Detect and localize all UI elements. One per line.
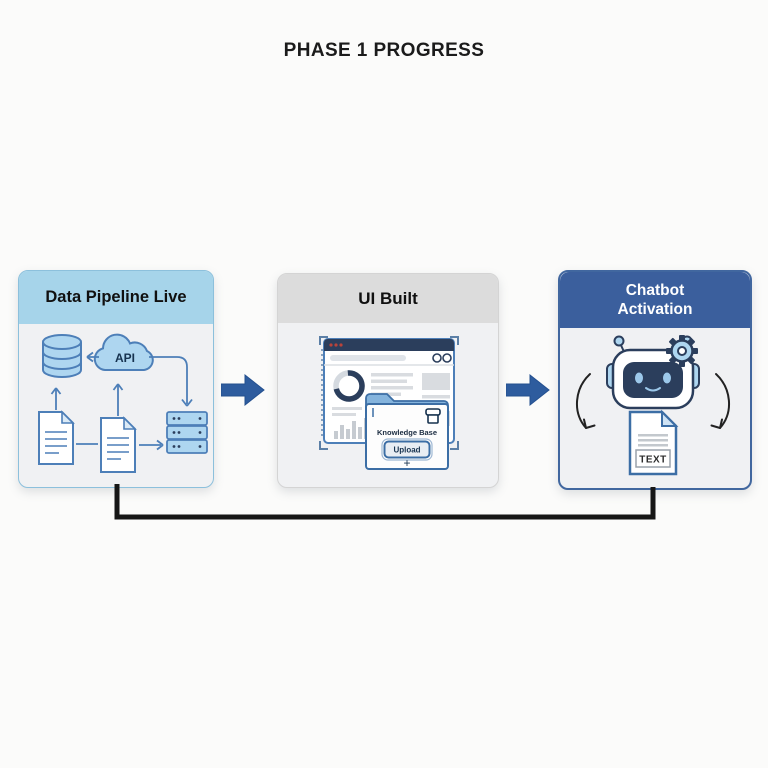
folder-popup: Knowledge Base Upload + bbox=[365, 393, 449, 470]
toolbar-circle-icon bbox=[432, 353, 442, 363]
document-icon bbox=[38, 410, 75, 465]
document-icon bbox=[100, 416, 137, 473]
card-data-pipeline-body: API bbox=[19, 324, 213, 487]
card-data-pipeline: Data Pipeline Live API bbox=[18, 270, 214, 488]
search-bar-icon bbox=[330, 355, 406, 361]
card-ui-built-title: UI Built bbox=[358, 288, 418, 308]
gear-icon bbox=[666, 335, 698, 367]
api-cloud-icon: API bbox=[93, 333, 154, 371]
card-data-pipeline-header: Data Pipeline Live bbox=[19, 271, 213, 324]
upload-button-label: Upload bbox=[393, 446, 420, 455]
card-chatbot-activation-header: Chatbot Activation bbox=[560, 272, 750, 328]
curved-arrow-left bbox=[575, 373, 596, 429]
curved-arrow-right bbox=[710, 373, 731, 429]
folder-title: Knowledge Base bbox=[377, 428, 437, 437]
arrow-cloud-to-database bbox=[86, 351, 99, 363]
toolbar-circle-icon bbox=[442, 353, 452, 363]
arrow-doc1-to-database bbox=[50, 387, 62, 410]
chatbot-illustration: TEXT bbox=[575, 335, 731, 476]
mini-database-icon bbox=[425, 408, 441, 424]
server-icon bbox=[166, 411, 208, 454]
text-lines bbox=[332, 407, 362, 416]
arrow-doc2-to-cloud bbox=[112, 383, 124, 416]
text-doc-label: TEXT bbox=[639, 455, 667, 466]
donut-chart-icon bbox=[333, 370, 365, 402]
right-block-arrow-icon bbox=[506, 373, 550, 407]
arrow-cloud-to-server bbox=[149, 356, 193, 407]
robot-icon bbox=[611, 348, 695, 410]
card-data-pipeline-title: Data Pipeline Live bbox=[45, 288, 187, 306]
ui-built-illustration: Knowledge Base Upload + bbox=[319, 336, 459, 470]
data-pipeline-illustration: API bbox=[38, 333, 208, 473]
database-icon bbox=[42, 334, 82, 378]
card-chatbot-activation: Chatbot Activation bbox=[558, 270, 752, 490]
card-ui-built-header: UI Built bbox=[278, 274, 498, 323]
page-title: PHASE 1 PROGRESS bbox=[283, 40, 485, 61]
right-block-arrow-icon bbox=[221, 373, 265, 407]
window-dots-icon bbox=[329, 343, 343, 347]
plus-icon: + bbox=[403, 456, 410, 470]
card-ui-built: UI Built bbox=[277, 273, 499, 488]
selection-brackets-icon bbox=[319, 336, 459, 450]
arrow-doc2-to-server bbox=[139, 439, 164, 451]
card-chatbot-activation-title: Chatbot Activation bbox=[617, 281, 693, 318]
api-label: API bbox=[115, 351, 135, 365]
card-ui-built-body: Knowledge Base Upload + bbox=[278, 323, 498, 487]
upload-button: Upload bbox=[381, 438, 433, 461]
card-chatbot-activation-body: TEXT bbox=[560, 328, 750, 488]
text-document-icon: TEXT bbox=[628, 409, 679, 476]
